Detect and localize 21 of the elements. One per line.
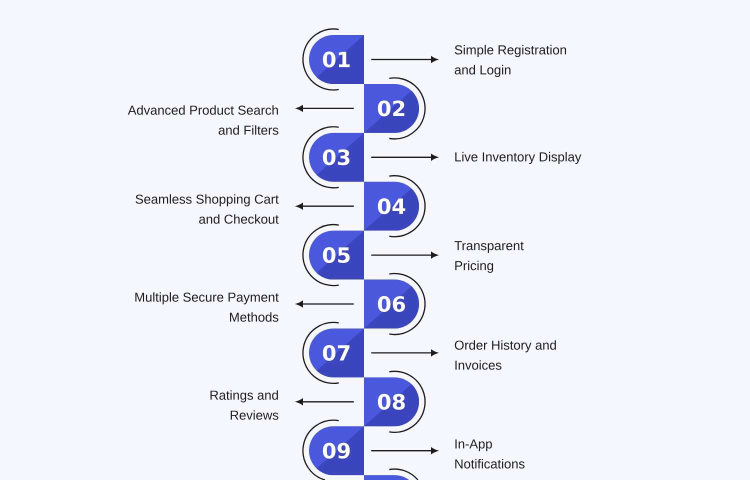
arrow [296, 203, 354, 210]
feature-label: Ratings and Reviews [210, 390, 278, 420]
feature-label: Seamless Shopping Cart and Checkout [136, 194, 279, 224]
arrow [371, 252, 438, 258]
number-tile: 06 [364, 280, 419, 328]
feature-label: Multiple Secure Payment Methods [135, 292, 279, 322]
feature-label: Simple Registration and Login [454, 44, 566, 78]
number-tile [364, 475, 410, 480]
arrow [296, 398, 354, 405]
feature-label: Live Inventory Display [455, 152, 582, 164]
number-tile: 04 [364, 182, 419, 231]
arrow [371, 56, 438, 63]
feature-label: Transparent Pricing [454, 241, 524, 273]
arrow [296, 300, 354, 308]
feature-label: In-App Notifications [455, 439, 525, 469]
feature-label: Advanced Product Search and Filters [128, 105, 278, 135]
arrow [371, 154, 438, 160]
feature-label: Order History and Invoices [454, 340, 556, 370]
arrow [296, 105, 354, 112]
arrow [371, 448, 438, 454]
arrow [371, 350, 438, 356]
